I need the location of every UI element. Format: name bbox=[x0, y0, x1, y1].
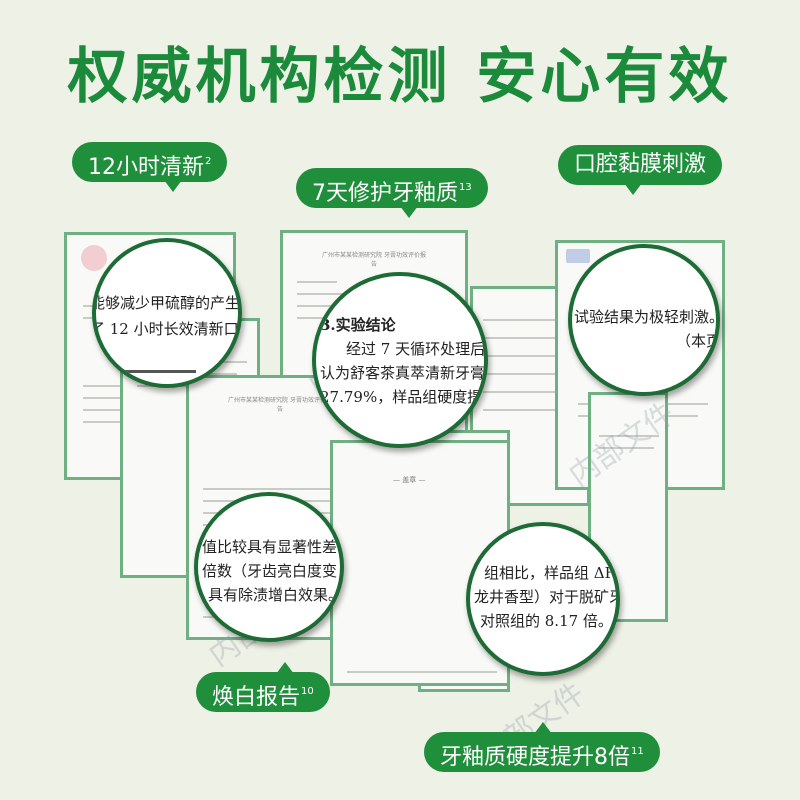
page-title: 权威机构检测 安心有效 bbox=[67, 42, 733, 112]
tag-whitening-report: 焕白报告10 bbox=[196, 662, 330, 712]
footnote-mark: 10 bbox=[301, 686, 314, 697]
tag-mucosa-irritation: 口腔黏膜刺激 bbox=[558, 145, 723, 195]
magnifier-mucosa: 试验结果为极轻刺激。 （本页 bbox=[568, 244, 720, 396]
report-doc-right-front bbox=[588, 392, 668, 622]
tag-7day-repair: 7天修护牙釉质13 bbox=[296, 168, 488, 218]
tag-label: 牙釉质硬度提升8倍 bbox=[440, 745, 630, 770]
logo-icon bbox=[566, 249, 590, 263]
footnote-mark: 11 bbox=[631, 746, 644, 757]
pointer-icon bbox=[624, 183, 642, 195]
pointer-icon bbox=[276, 662, 294, 674]
magnifier-hardness: 组相比，样品组 ΔF 龙井香型）对于脱矿牙 对照组的 8.17 倍。 bbox=[466, 522, 620, 676]
footnote-mark: 2 bbox=[205, 156, 212, 167]
footnote-mark: 13 bbox=[459, 182, 472, 193]
doc-header: 广州市某某检测研究院 牙膏功效评价报告 bbox=[322, 252, 426, 268]
tag-label: 12小时清新 bbox=[88, 155, 204, 180]
pointer-icon bbox=[164, 180, 182, 192]
pointer-icon bbox=[534, 722, 552, 734]
tag-label: 口腔黏膜刺激 bbox=[574, 152, 707, 177]
tag-12h-fresh: 12小时清新2 bbox=[72, 142, 228, 192]
tag-label: 7天修护牙釉质 bbox=[312, 181, 458, 206]
doc-stamp-text: — 盖章 — bbox=[393, 476, 426, 484]
magnifier-repair: 3.实验结论 经过 7 天循环处理后，与对 认为舒客茶真萃清新牙膏（白桃 27.… bbox=[312, 272, 488, 448]
magnifier-fresh: 能够减少甲硫醇的产生 了 12 小时长效清新口气 bbox=[92, 238, 242, 388]
pointer-icon bbox=[400, 206, 418, 218]
stamp-icon bbox=[81, 245, 107, 271]
tag-label: 焕白报告 bbox=[212, 685, 301, 710]
tag-enamel-hardness: 牙釉质硬度提升8倍11 bbox=[424, 722, 660, 772]
magnifier-whitening: 值比较具有显著性差 倍数（牙齿亮白度变 具有除渍增白效果。 bbox=[194, 492, 344, 642]
doc-header: 广州市某某检测研究院 牙膏功效评价报告 bbox=[228, 397, 332, 413]
